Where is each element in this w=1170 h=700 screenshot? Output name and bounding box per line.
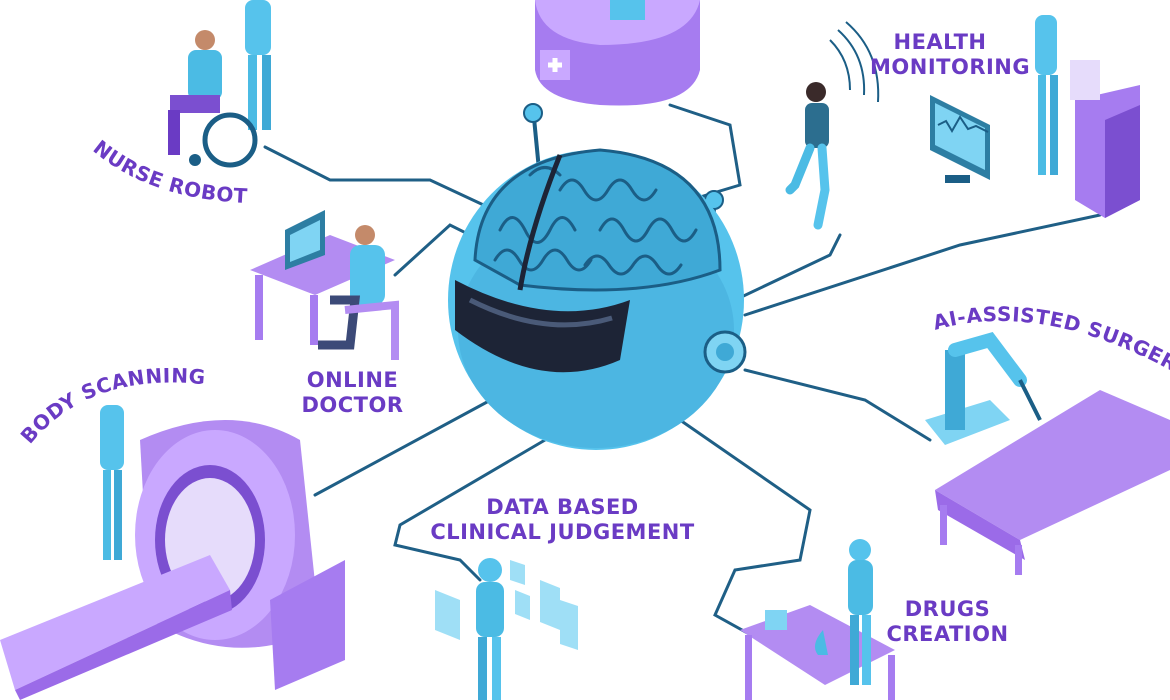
mri-scanner-icon: [0, 405, 345, 700]
connector-lines: [263, 103, 1102, 642]
online-doctor-icon: [250, 210, 399, 360]
label-health-monitoring: HEALTH MONITORING: [870, 30, 1031, 80]
brain-robot-icon: [448, 103, 747, 450]
label-online-doctor: ONLINE DOCTOR: [295, 368, 410, 418]
lab-robot-icon: [740, 539, 895, 700]
hologram-robot-icon: [435, 558, 578, 700]
label-drugs-creation: DRUGS CREATION: [880, 597, 1015, 647]
label-drugs-creation-line1: DRUGS: [904, 597, 991, 621]
label-health-monitoring-line2: MONITORING: [870, 55, 1031, 79]
line-surgery: [743, 368, 932, 442]
label-data-clinical-judgement: DATA BASED CLINICAL JUDGEMENT: [415, 495, 710, 545]
line-drugs: [678, 418, 812, 642]
health-monitor-icon: [930, 15, 1140, 218]
line-clinical: [393, 438, 547, 582]
line-body-scan: [313, 393, 502, 497]
label-health-monitoring-line1: HEALTH: [893, 30, 987, 54]
line-nurse-robot: [263, 145, 507, 217]
label-data-clinical-line2: CLINICAL JUDGEMENT: [430, 520, 695, 544]
line-health: [733, 233, 842, 302]
line-monitor: [743, 213, 1102, 317]
reception-desk-icon: [535, 0, 700, 106]
nurse-robot-icon: [168, 0, 271, 168]
runner-icon: [785, 21, 880, 230]
label-online-doctor-line2: DOCTOR: [301, 393, 404, 417]
label-drugs-creation-line2: CREATION: [886, 622, 1009, 646]
surgery-robot-icon: [925, 331, 1170, 575]
label-data-clinical-line1: DATA BASED: [486, 495, 639, 519]
label-online-doctor-line1: ONLINE: [306, 368, 399, 392]
